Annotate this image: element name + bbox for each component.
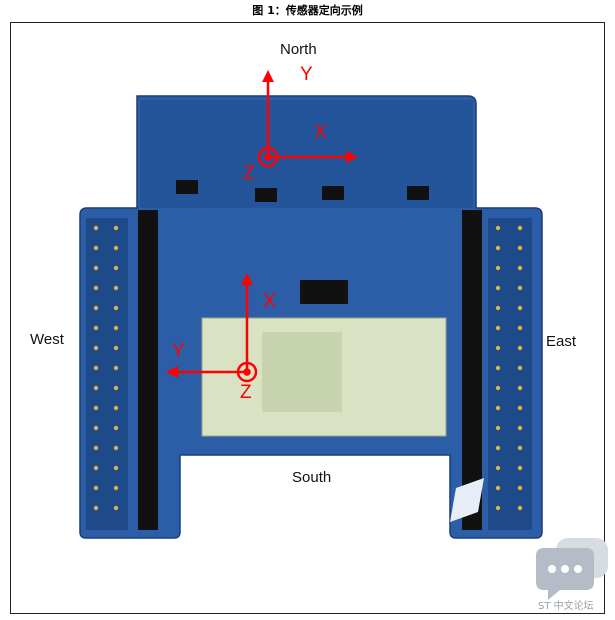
- top-axis-x-label: X: [314, 122, 327, 143]
- west-label: West: [30, 331, 64, 348]
- south-label: South: [292, 469, 332, 486]
- east-label: East: [546, 333, 577, 350]
- top-axis-y-label: Y: [300, 64, 313, 85]
- top-axis-z-label: Z: [243, 163, 255, 184]
- forum-watermark-text: ST 中文论坛: [538, 601, 594, 612]
- figure-caption: 图 1：传感器定向示例: [252, 4, 363, 17]
- forum-chat-icon: [536, 538, 608, 600]
- bottom-axis-y-label: Y: [172, 341, 185, 362]
- bottom-axis-z-label: Z: [240, 382, 252, 403]
- bottom-axis-x-label: X: [263, 291, 276, 312]
- north-label: North: [280, 41, 317, 58]
